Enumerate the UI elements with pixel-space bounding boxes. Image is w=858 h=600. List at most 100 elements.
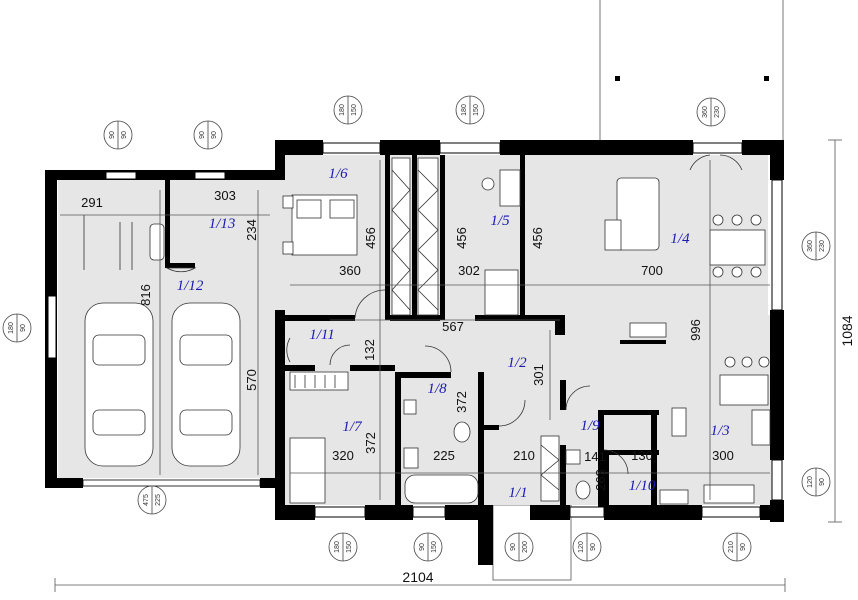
window-height-label: 150 (351, 104, 358, 116)
room-label: 1/13 (209, 216, 236, 232)
windows (47, 142, 783, 518)
dimension-label: 996 (688, 319, 703, 341)
window-marker: 90 200 (504, 532, 534, 562)
window-height-label: 230 (714, 106, 721, 118)
dimension-label: 291 (81, 195, 103, 210)
car-right-icon (171, 302, 241, 467)
bathroom-fixtures-icon (403, 399, 591, 504)
shoe-cabinet-icon (540, 435, 560, 502)
window-width-label: 90 (510, 543, 517, 551)
window-marker: 120 90 (801, 467, 831, 497)
window-height-label: 150 (431, 541, 438, 553)
room-label: 1/4 (670, 231, 690, 247)
window-height-label: 90 (590, 543, 597, 551)
window-width-label: 120 (807, 476, 814, 488)
wardrobe-icon (391, 157, 439, 316)
window-width-label: 90 (199, 131, 206, 139)
dining-table-icon (709, 214, 766, 278)
window-height-label: 150 (473, 104, 480, 116)
room-label: 1/11 (309, 327, 335, 343)
terrace (599, 0, 784, 140)
window-height-label: 150 (346, 541, 353, 553)
window-marker: 90 90 (193, 120, 223, 150)
dimension-label: 360 (339, 263, 361, 278)
sofa-icon (604, 177, 660, 251)
dimension-label: 570 (244, 369, 259, 391)
window-marker: 180 150 (333, 95, 363, 125)
room-label: 1/1 (508, 485, 527, 501)
window-height-label: 200 (522, 541, 529, 553)
window-width-label: 180 (8, 322, 15, 334)
room-label: 1/2 (507, 355, 527, 371)
room-label: 1/8 (427, 381, 447, 397)
window-marker: 180 90 (2, 313, 32, 343)
total-width-label: 2104 (402, 569, 433, 585)
window-marker: 475 225 (137, 485, 167, 515)
window-width-label: 180 (334, 541, 341, 553)
room-labels: 1/1 1/2 1/3 1/4 1/5 1/6 1/7 1/8 1/9 1/10 1/11 1/12 1… (177, 166, 730, 501)
room-label: 1/7 (342, 419, 363, 435)
window-marker: 90 150 (413, 532, 443, 562)
dimension-label: 210 (513, 448, 535, 463)
dimension-label: 132 (362, 339, 377, 361)
window-marker: 180 150 (328, 532, 358, 562)
window-width-label: 180 (339, 104, 346, 116)
room-label: 1/6 (328, 166, 348, 182)
tv-icon (629, 322, 667, 338)
dimension-label: 141 (584, 449, 606, 464)
window-marker: 180 150 (455, 95, 485, 125)
boiler-icon (659, 489, 689, 505)
window-height-label: 90 (819, 478, 826, 486)
dimension-label: 456 (530, 227, 545, 249)
dimension-label: 301 (531, 364, 546, 386)
dimension-label: 567 (442, 319, 464, 334)
window-height-label: 90 (20, 324, 27, 332)
double-bed-icon (282, 194, 358, 256)
room-label: 1/9 (580, 418, 600, 434)
dimension-label: 302 (458, 263, 480, 278)
window-height-label: 225 (155, 494, 162, 506)
room-label: 1/3 (710, 423, 729, 439)
window-width-label: 475 (143, 494, 150, 506)
dimension-label: 456 (363, 227, 378, 249)
window-width-label: 180 (461, 104, 468, 116)
window-height-label: 230 (819, 240, 826, 252)
dimension-label: 263 (593, 469, 608, 491)
single-bed-icon (484, 269, 519, 316)
window-width-label: 360 (702, 106, 709, 118)
room-label: 1/10 (629, 478, 656, 494)
room-label: 1/5 (490, 213, 510, 229)
window-width-label: 90 (419, 543, 426, 551)
window-marker: 360 230 (696, 97, 726, 127)
inner-walls (165, 155, 659, 507)
window-height-label: 90 (211, 131, 218, 139)
desk-icon (499, 169, 521, 207)
window-width-label: 90 (109, 131, 116, 139)
door-arcs (165, 154, 743, 475)
counter-edge (620, 340, 666, 344)
dimension-label: 303 (214, 188, 236, 203)
dimension-lines (54, 139, 842, 592)
dimension-label: 816 (138, 284, 153, 306)
window-width-label: 210 (728, 541, 735, 553)
dimension-label: 372 (454, 391, 469, 413)
dimension-label: 700 (641, 263, 663, 278)
dimension-label: 300 (712, 448, 734, 463)
wardrobe-2-icon (289, 371, 349, 391)
dimension-label: 225 (433, 448, 455, 463)
dimension-label: 456 (454, 227, 469, 249)
room-label: 1/12 (177, 278, 204, 294)
outer-walls (45, 140, 784, 565)
bikes-icon (83, 215, 165, 270)
dimension-label: 320 (332, 448, 354, 463)
bed-1-7-icon (289, 437, 326, 504)
dimension-label: 372 (363, 432, 378, 454)
chair-icon (481, 177, 495, 191)
